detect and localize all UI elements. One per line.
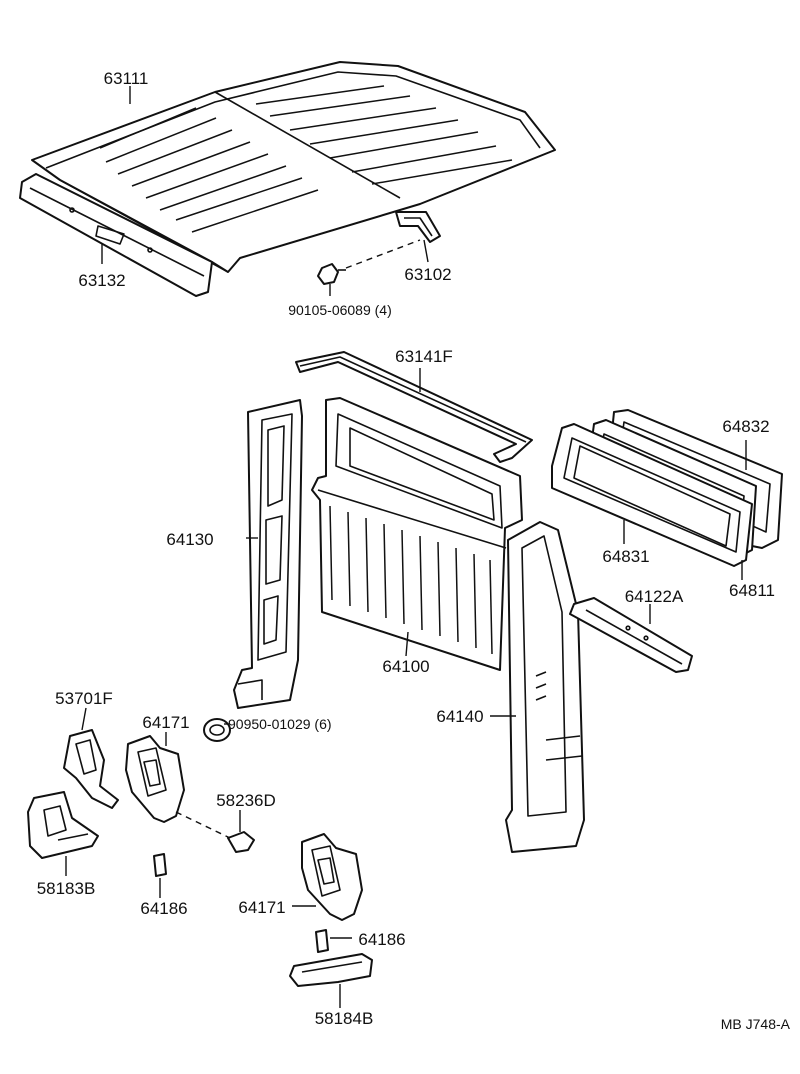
- label-back-glass-frame: 64831: [602, 547, 649, 566]
- label-back-panel: 64100: [382, 657, 429, 676]
- label-rear-reinforcement: 64122A: [625, 587, 684, 606]
- back-panel-part: [311, 397, 523, 671]
- lower-bracket-right-part: [301, 833, 363, 921]
- retainer-left-part: [153, 853, 167, 877]
- label-retainer-right: 64186: [358, 930, 405, 949]
- label-rear-pillar: 64140: [436, 707, 483, 726]
- label-front-header: 63132: [78, 271, 125, 290]
- retainer-right-part: [315, 929, 329, 953]
- clip-part: [175, 811, 255, 853]
- gutter-strip-part: [295, 351, 533, 463]
- lower-bracket-left-part: [125, 735, 185, 823]
- plug-part: [203, 718, 231, 742]
- label-bolt: 90105-06089 (4): [288, 302, 392, 318]
- part-labels: 63111 63132 63102 90105-06089 (4) 63141F…: [37, 69, 791, 1032]
- center-pillar-part: [233, 399, 303, 709]
- label-floor-bracket: 53701F: [55, 689, 113, 708]
- label-gutter-strip: 63141F: [395, 347, 453, 366]
- label-retainer-left: 64186: [140, 899, 187, 918]
- label-plug: 90950-01029 (6): [228, 716, 332, 732]
- bolt-part: [317, 239, 421, 285]
- leader-lines: [65, 86, 747, 1008]
- roof-bow-part: [395, 211, 441, 243]
- rear-pillar-part: [505, 521, 585, 853]
- floor-panel-right-part: [289, 953, 373, 987]
- label-lower-bracket-left: 64171: [142, 713, 189, 732]
- diagram-code: MB J748-A: [721, 1016, 791, 1032]
- label-back-glass: 64811: [729, 581, 775, 600]
- label-floor-panel-left: 58183B: [37, 879, 96, 898]
- floor-bracket-part: [63, 729, 119, 809]
- label-floor-panel-right: 58184B: [315, 1009, 374, 1028]
- label-roof-bow: 63102: [404, 265, 451, 284]
- label-back-glass-seal: 64832: [722, 417, 769, 436]
- rear-reinforcement-part: [569, 597, 693, 673]
- front-header-part: [19, 173, 213, 297]
- label-clip: 58236D: [216, 791, 276, 810]
- back-glass-frame-part: [551, 423, 753, 567]
- label-roof-panel: 63111: [104, 69, 149, 88]
- floor-panel-left-part: [27, 791, 99, 859]
- label-center-pillar: 64130: [166, 530, 213, 549]
- label-lower-bracket-right: 64171: [238, 898, 285, 917]
